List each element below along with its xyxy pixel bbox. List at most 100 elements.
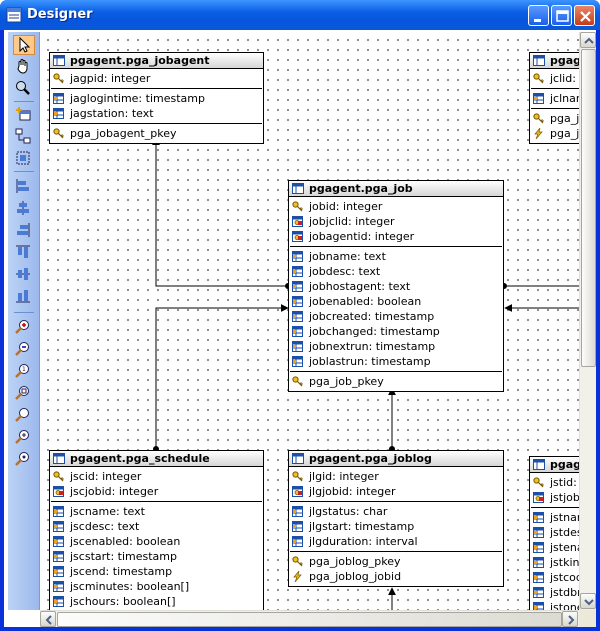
entity-row[interactable]: jlgid: integer <box>289 469 503 484</box>
entity-row[interactable]: jclid: i <box>530 71 579 86</box>
entity-row[interactable]: jobnextrun: timestamp <box>289 339 503 354</box>
entity-row[interactable]: jobagentid: integer <box>289 229 503 244</box>
entity-pga-jobstep[interactable]: pgage jstid:jstjobi jstnamjstdesjstenajs… <box>529 456 579 610</box>
entity-row[interactable]: jlgstart: timestamp <box>289 519 503 534</box>
align-center-tool[interactable] <box>13 199 35 219</box>
entity-row[interactable]: jscid: integer <box>50 469 263 484</box>
entity-row[interactable]: jscend: timestamp <box>50 564 263 579</box>
entity-row[interactable]: jobjclid: integer <box>289 214 503 229</box>
maximize-button[interactable] <box>551 5 572 26</box>
entity-row[interactable]: jstjobi <box>530 490 579 505</box>
title-bar[interactable]: Designer <box>0 0 600 30</box>
entity-row[interactable]: jobname: text <box>289 249 503 264</box>
entity-pga-jobclass[interactable]: pgage jclid: i jclnam pga_jopga_jo <box>529 52 579 144</box>
entity-row[interactable]: pga_jo <box>530 126 579 141</box>
entity-row[interactable]: jagstation: text <box>50 106 263 121</box>
entity-row[interactable]: jobcreated: timestamp <box>289 309 503 324</box>
entity-row[interactable]: pga_jo <box>530 111 579 126</box>
entity-title: pgagent.pga_schedule <box>70 452 210 465</box>
scroll-down-button[interactable] <box>580 593 596 609</box>
entity-row[interactable]: jlgduration: interval <box>289 534 503 549</box>
entity-pga-jobagent[interactable]: pgagent.pga_jobagent jagpid: integer jag… <box>49 52 264 144</box>
entity-row[interactable]: jscstart: timestamp <box>50 549 263 564</box>
entity-row[interactable]: jscjobid: integer <box>50 484 263 499</box>
entity-row[interactable]: joblastrun: timestamp <box>289 354 503 369</box>
scroll-right-button[interactable] <box>562 611 578 627</box>
pointer-tool[interactable] <box>13 35 35 55</box>
entity-row[interactable]: jstcod <box>530 570 579 585</box>
hand-icon <box>17 59 28 74</box>
vertical-scrollbar[interactable] <box>579 32 596 610</box>
entity-row[interactable]: jclnam <box>530 91 579 106</box>
arrow-down-icon <box>584 599 594 606</box>
align-middle-tool[interactable] <box>13 265 35 285</box>
zoom-100-tool[interactable]: 1 <box>13 362 35 382</box>
close-button[interactable] <box>574 5 595 26</box>
entity-divider <box>51 123 262 124</box>
entity-row[interactable]: jscminutes: boolean[] <box>50 579 263 594</box>
entity-row[interactable]: pga_joblog_pkey <box>289 554 503 569</box>
align-left-tool[interactable] <box>13 177 35 197</box>
entity-row[interactable]: jstid: <box>530 475 579 490</box>
zoom-selection-tool[interactable] <box>13 406 35 426</box>
entity-row[interactable]: jstkin <box>530 555 579 570</box>
zoom-tool[interactable] <box>13 79 35 99</box>
add-table-tool[interactable] <box>13 105 35 125</box>
entity-row[interactable]: jscenabled: boolean <box>50 534 263 549</box>
zoom-extra-tool[interactable] <box>13 450 35 470</box>
relation-job-jobclass[interactable] <box>501 283 579 289</box>
entity-row[interactable]: jobenabled: boolean <box>289 294 503 309</box>
horizontal-scroll-thumb[interactable] <box>57 612 562 627</box>
align-right-tool[interactable] <box>13 221 35 241</box>
entity-row[interactable]: jscdesc: text <box>50 519 263 534</box>
entity-row-label: jobjclid: integer <box>309 215 395 228</box>
entity-row[interactable]: jaglogintime: timestamp <box>50 91 263 106</box>
entity-row[interactable]: jstena <box>530 540 579 555</box>
entity-row[interactable]: jstnam <box>530 510 579 525</box>
entity-row-label: jschours: boolean[] <box>70 595 176 608</box>
relation-schedule-job[interactable] <box>153 304 289 452</box>
entity-row[interactable]: jobchanged: timestamp <box>289 324 503 339</box>
hand-tool[interactable] <box>13 57 35 77</box>
entity-row[interactable]: jobid: integer <box>289 199 503 214</box>
relation-job-jobagent[interactable] <box>152 137 291 289</box>
minimize-button[interactable] <box>528 5 549 26</box>
align-top-tool[interactable] <box>13 243 35 263</box>
entity-row[interactable]: jstdbn <box>530 585 579 600</box>
zoom-window-tool[interactable] <box>13 428 35 448</box>
scroll-up-button[interactable] <box>580 32 596 48</box>
entity-row[interactable]: jlgstatus: char <box>289 504 503 519</box>
entity-row[interactable]: jstdes <box>530 525 579 540</box>
entity-row-label: jscstart: timestamp <box>70 550 177 563</box>
entity-row[interactable]: jschours: boolean[] <box>50 594 263 609</box>
entity-row[interactable]: pga_joblog_jobid <box>289 569 503 584</box>
entity-row[interactable]: jscname: text <box>50 504 263 519</box>
align-bottom-tool[interactable] <box>13 287 35 307</box>
horizontal-scrollbar[interactable] <box>40 610 579 627</box>
entity-row[interactable]: jlgjobid: integer <box>289 484 503 499</box>
entity-row[interactable]: pga_job_pkey <box>289 374 503 389</box>
entity-row[interactable]: pga_jobagent_pkey <box>50 126 263 141</box>
entity-row-label: pga_jo <box>550 112 579 125</box>
entity-row[interactable]: jobdesc: text <box>289 264 503 279</box>
align-left-icon <box>16 179 29 193</box>
zoom-out-tool[interactable] <box>13 340 35 360</box>
zoom-fit-tool[interactable] <box>13 384 35 404</box>
entity-row-label: jobname: text <box>309 250 386 263</box>
entity-row[interactable]: jagpid: integer <box>50 71 263 86</box>
zoom-in-tool[interactable] <box>13 318 35 338</box>
entity-row[interactable]: jobhostagent: text <box>289 279 503 294</box>
relation-joblog-job[interactable] <box>388 387 396 452</box>
scroll-left-button[interactable] <box>40 611 56 627</box>
select-all-tool[interactable] <box>13 149 35 169</box>
vertical-scroll-thumb[interactable] <box>581 49 596 367</box>
entity-row[interactable]: jstone <box>530 600 579 610</box>
diagram-canvas[interactable]: pgagent.pga_jobagent jagpid: integer jag… <box>40 32 579 610</box>
add-relation-tool[interactable] <box>13 127 35 147</box>
